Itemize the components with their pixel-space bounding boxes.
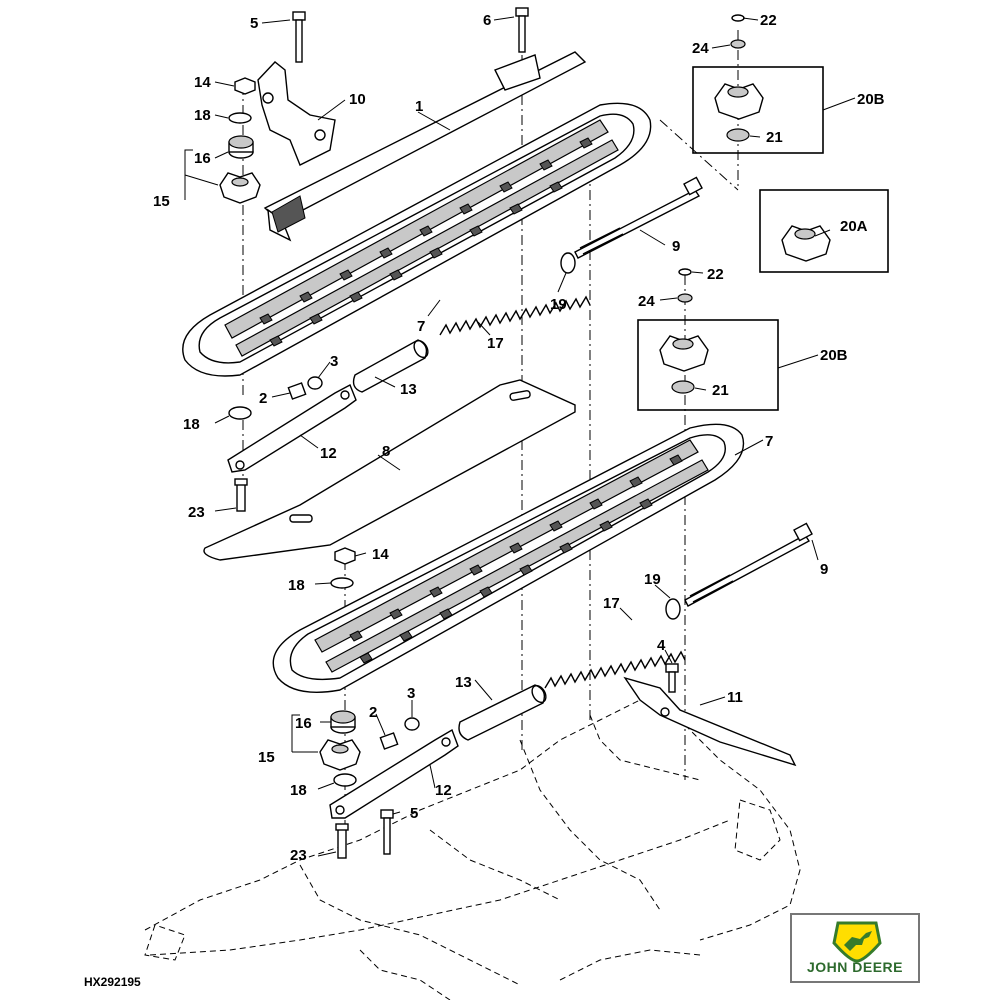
detail-box-20a (759, 189, 889, 273)
washer-icon (228, 112, 252, 124)
callout-label: 18 (194, 107, 211, 124)
callout-label: 17 (487, 335, 504, 352)
callout-label: 21 (712, 382, 729, 399)
springs (439, 295, 686, 689)
mounting-bracket (257, 61, 336, 166)
callout-label: 9 (672, 238, 680, 255)
callout-label: 3 (330, 353, 338, 370)
john-deere-logo: JOHN DEERE (790, 913, 920, 983)
callout-label: 14 (194, 74, 211, 91)
guide-rail (263, 51, 587, 242)
skid-plate (203, 379, 576, 561)
callout-label: 5 (410, 805, 418, 822)
callout-label: 20B (820, 347, 848, 364)
callout-label: 22 (707, 266, 724, 283)
callout-label: 18 (183, 416, 200, 433)
callout-label: 16 (194, 150, 211, 167)
washer-icon (665, 598, 681, 620)
callout-label: 15 (258, 749, 275, 766)
knob-icon (781, 225, 831, 262)
callout-label: 1 (415, 98, 423, 115)
bearing-icon (330, 710, 356, 734)
callout-label: 4 (657, 637, 666, 654)
callout-label: 6 (483, 12, 491, 29)
callout-label: 9 (820, 561, 828, 578)
bolt-icon (234, 478, 248, 512)
callout-label: 18 (290, 782, 307, 799)
leader-lines (184, 16, 856, 857)
callout-label: 21 (766, 129, 783, 146)
block-icon (287, 382, 307, 400)
bolt-icon (515, 7, 529, 53)
detail-box-20b-lower (637, 319, 779, 411)
bushing-icon (307, 376, 323, 390)
nut-icon (234, 77, 256, 95)
washer-icon (731, 14, 745, 22)
callout-label: 19 (550, 296, 567, 313)
washer-icon (333, 773, 357, 787)
callout-label: 17 (603, 595, 620, 612)
callout-label: 13 (400, 381, 417, 398)
knob-icon (659, 335, 709, 372)
tension-links (227, 384, 459, 819)
callout-label: 14 (372, 546, 389, 563)
callout-label: 23 (290, 847, 307, 864)
washer-icon (678, 268, 692, 276)
callout-label: 18 (288, 577, 305, 594)
tension-rods (574, 176, 813, 607)
detail-box-20b-upper (692, 66, 824, 154)
bolt-icon (665, 663, 679, 693)
callout-label: 12 (320, 445, 337, 462)
callout-label: 20A (840, 218, 868, 235)
bracket-11 (623, 676, 797, 767)
callout-label: 2 (369, 704, 377, 721)
callout-label: 19 (644, 571, 661, 588)
block-icon (379, 732, 399, 750)
callout-label: 23 (188, 504, 205, 521)
washer-icon (560, 252, 576, 274)
washer-icon (677, 293, 693, 303)
callout-label: 2 (259, 390, 267, 407)
callout-label: 24 (638, 293, 655, 310)
figure-id: HX292195 (84, 975, 141, 989)
bolt-icon (292, 11, 306, 63)
washer-icon (330, 577, 354, 589)
upper-chain-track (182, 102, 652, 377)
callout-label: 20B (857, 91, 885, 108)
hardware (219, 7, 746, 859)
callout-label: 7 (765, 433, 773, 450)
bushing-icon (404, 717, 420, 731)
spacer-tubes (352, 339, 547, 741)
callout-label: 15 (153, 193, 170, 210)
callout-label: 16 (295, 715, 312, 732)
bolt-icon (335, 823, 349, 859)
bolt-icon (380, 809, 394, 855)
knob-icon (714, 83, 764, 120)
lower-chain-track (272, 423, 745, 693)
callout-label: 11 (727, 689, 743, 706)
knob-icon (219, 172, 261, 204)
washer-icon (228, 406, 252, 420)
knob-icon (319, 739, 361, 771)
callout-label: 8 (382, 443, 390, 460)
callout-label: 13 (455, 674, 472, 691)
callout-label: 24 (692, 40, 709, 57)
brand-name: JOHN DEERE (806, 959, 904, 975)
callout-label: 3 (407, 685, 415, 702)
ghost-mower-chassis (144, 699, 801, 1000)
lower-chain-links (314, 439, 709, 673)
washer-icon (730, 39, 746, 49)
callout-label: 22 (760, 12, 777, 29)
callout-label: 7 (417, 318, 425, 335)
callout-label: 5 (250, 15, 258, 32)
callout-labels: 5 6 22 24 14 10 1 18 16 20B 15 21 20A 9 … (153, 12, 885, 864)
leaping-deer-logo (832, 921, 882, 963)
upper-chain-links (224, 119, 619, 357)
nut-icon (334, 547, 356, 565)
bearing-icon (228, 135, 254, 159)
callout-label: 12 (435, 782, 452, 799)
callout-label: 10 (349, 91, 366, 108)
